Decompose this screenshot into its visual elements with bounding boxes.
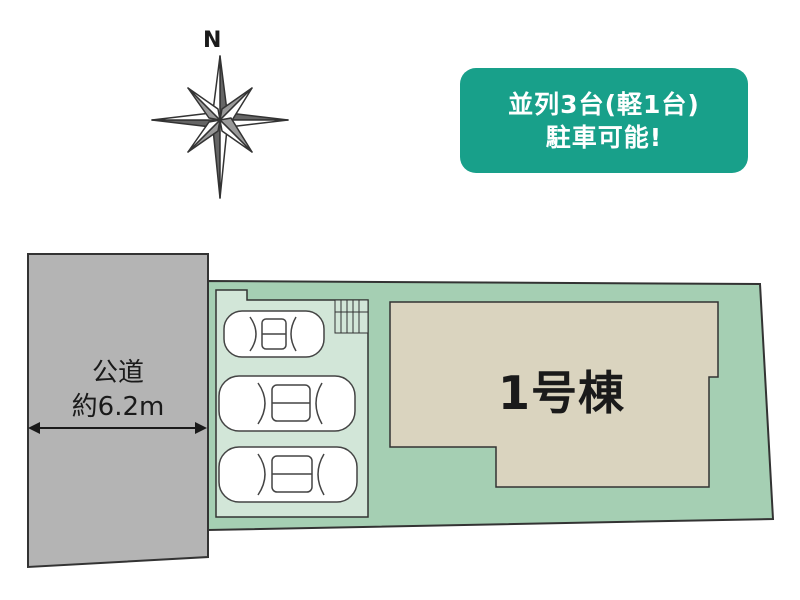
road-width: 約6.2m: [71, 392, 165, 422]
building-label: 1号棟: [498, 366, 626, 420]
car-icon: [218, 446, 358, 503]
public-road: [27, 253, 209, 569]
compass-rose-icon: [151, 55, 289, 199]
parking-badge: 並列3台(軽1台) 駐車可能!: [460, 68, 748, 173]
road-width-arrow: [28, 422, 207, 434]
north-label: N: [203, 28, 222, 53]
badge-line-1: 並列3台(軽1台): [508, 89, 700, 119]
badge-line-2: 駐車可能!: [545, 122, 663, 152]
road-name: 公道: [91, 358, 144, 388]
building-footprint: [389, 301, 719, 488]
car-icon: [218, 375, 356, 432]
entrance-stairs: [334, 299, 369, 334]
compact-car-icon: [223, 310, 325, 358]
